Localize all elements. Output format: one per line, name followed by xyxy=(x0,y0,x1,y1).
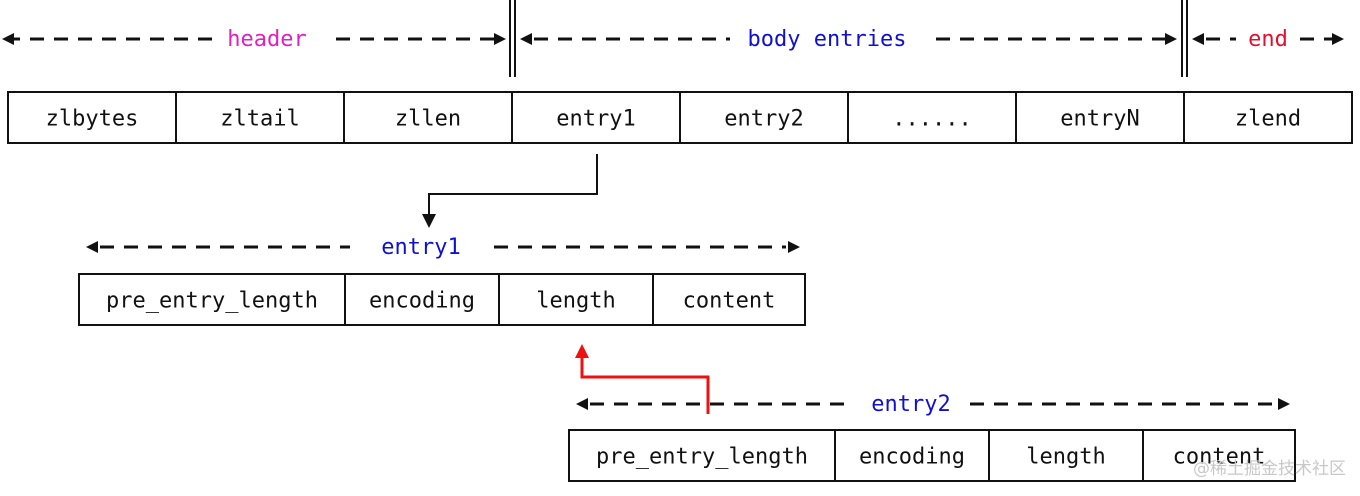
pre-entry-length-connector xyxy=(580,357,710,414)
ziplist-cell-box xyxy=(7,91,177,144)
ziplist-cell-entry1: entry1 xyxy=(511,91,681,144)
entry2-cell-box xyxy=(988,429,1144,482)
header-span: header xyxy=(2,27,506,52)
ziplist-cell-zllen: zllen xyxy=(343,91,513,144)
ziplist-cell-label: entry2 xyxy=(724,107,803,132)
entry2-span-left-arrowhead xyxy=(576,398,588,410)
entry2-cell-label: encoding xyxy=(859,445,965,470)
body-span-right-arrowhead xyxy=(1165,33,1177,45)
header-span-right-arrowhead xyxy=(494,33,506,45)
entry1-label: entry1 xyxy=(381,235,460,260)
ziplist-cell-label: zllen xyxy=(395,107,461,132)
end-span: end xyxy=(1192,27,1344,52)
ziplist-cell-entryn: entryN xyxy=(1015,91,1185,144)
ziplist-cell-label: ...... xyxy=(892,107,971,132)
entry2-span-right-arrowhead xyxy=(1278,398,1290,410)
ziplist-cell-box xyxy=(1183,91,1353,144)
entry2-cell-label: content xyxy=(1173,445,1266,470)
entry1-connector-arrowhead xyxy=(422,214,436,228)
entry1-cell-box xyxy=(344,273,500,326)
ziplist-cell-zltail: zltail xyxy=(175,91,345,144)
entry1-field-row: pre_entry_length encoding length content xyxy=(78,273,806,326)
ziplist-cell-entry2: entry2 xyxy=(679,91,849,144)
end-span-left-arrowhead xyxy=(1192,33,1204,45)
ziplist-cell-label: zlbytes xyxy=(46,107,139,132)
entry1-connector xyxy=(428,154,598,214)
ziplist-cell-box xyxy=(847,91,1017,144)
entry2-field-row: pre_entry_length encoding length content xyxy=(568,429,1296,482)
ziplist-cell-label: entryN xyxy=(1060,107,1139,132)
entry1-cell-pre-entry-length: pre_entry_length xyxy=(78,273,346,326)
end-span-right-arrowhead xyxy=(1332,33,1344,45)
body-entries-label: body entries xyxy=(748,27,907,52)
entry2-cell-encoding: encoding xyxy=(834,429,990,482)
ziplist-cell-ellipsis: ...... xyxy=(847,91,1017,144)
entry1-cell-label: length xyxy=(536,289,615,314)
ziplist-cell-label: zlend xyxy=(1235,107,1301,132)
entry1-span: entry1 xyxy=(86,235,800,260)
entry1-span-left-arrowhead xyxy=(86,241,98,253)
entry1-span-right-arrowhead xyxy=(788,241,800,253)
entry2-label: entry2 xyxy=(871,392,950,417)
body-entries-span: body entries xyxy=(520,27,1177,52)
entry2-cell-label: pre_entry_length xyxy=(596,445,808,470)
ziplist-cell-label: zltail xyxy=(220,107,299,132)
entry1-cell-label: encoding xyxy=(369,289,475,314)
ziplist-row: zlbytes zltail zllen entry1 entry2...... entr… xyxy=(7,91,1353,144)
watermark: @稀土掘金技术社区 xyxy=(1193,459,1346,479)
ziplist-cell-zlbytes: zlbytes xyxy=(7,91,177,144)
body-span-left-arrowhead xyxy=(520,33,532,45)
entry2-cell-label: length xyxy=(1026,445,1105,470)
end-label: end xyxy=(1248,27,1288,52)
ziplist-cell-label: entry1 xyxy=(556,107,635,132)
entry1-cell-label: content xyxy=(683,289,776,314)
entry2-cell-pre-entry-length: pre_entry_length xyxy=(568,429,836,482)
ziplist-cell-zlend: zlend xyxy=(1183,91,1353,144)
pre-entry-length-arrowhead xyxy=(575,344,589,358)
header-label: header xyxy=(227,27,306,52)
ziplist-cell-box xyxy=(175,91,345,144)
entry2-cell-content: content xyxy=(1142,429,1296,482)
entry1-cell-encoding: encoding xyxy=(344,273,500,326)
entry2-cell-box xyxy=(568,429,836,482)
entry1-cell-box xyxy=(652,273,806,326)
entry2-cell-box xyxy=(1142,429,1296,482)
entry2-cell-length: length xyxy=(988,429,1144,482)
entry1-cell-length: length xyxy=(498,273,654,326)
header-span-left-arrowhead xyxy=(2,33,14,45)
ziplist-cell-box xyxy=(1015,91,1185,144)
entry1-cell-content: content xyxy=(652,273,806,326)
entry2-span: entry2 xyxy=(576,392,1290,417)
entry1-cell-label: pre_entry_length xyxy=(106,289,318,314)
